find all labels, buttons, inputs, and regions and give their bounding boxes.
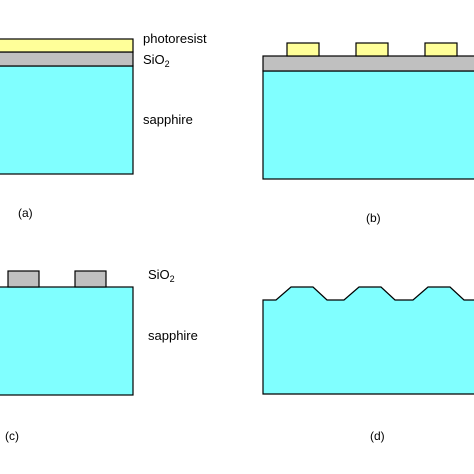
sio2-label-a: SiO2 <box>143 52 170 69</box>
panel-label-d: (d) <box>370 429 385 443</box>
panel-c-sio2-pad-1 <box>7 270 40 288</box>
panel-label-a: (a) <box>18 206 33 220</box>
panel-c: SiO2 sapphire (c) <box>0 267 198 443</box>
panel-a-sapphire-substrate <box>0 65 134 175</box>
panel-a: photoresist SiO2 sapphire (a) <box>0 31 207 220</box>
panel-a-photoresist-layer <box>0 38 134 53</box>
panel-b-photoresist-pad-1 <box>286 42 320 57</box>
panel-b-photoresist-pad-2 <box>355 42 389 57</box>
panel-d-patterned-sapphire <box>262 286 474 395</box>
panel-c-sio2-pad-2 <box>74 270 107 288</box>
panel-b-photoresist-pad-3 <box>424 42 458 57</box>
sio2-label-c: SiO2 <box>148 267 175 284</box>
photoresist-label: photoresist <box>143 31 207 46</box>
panel-b-sio2-layer <box>262 55 474 72</box>
sapphire-label-a: sapphire <box>143 112 193 127</box>
panel-a-sio2-layer <box>0 51 134 67</box>
panel-label-c: (c) <box>5 429 19 443</box>
panel-c-sapphire-substrate <box>0 286 134 396</box>
panel-d: (d) <box>262 286 474 443</box>
panel-label-b: (b) <box>366 211 381 225</box>
sapphire-label-c: sapphire <box>148 328 198 343</box>
panel-b-sapphire-substrate <box>262 70 474 180</box>
panel-b: (b) <box>262 42 474 225</box>
